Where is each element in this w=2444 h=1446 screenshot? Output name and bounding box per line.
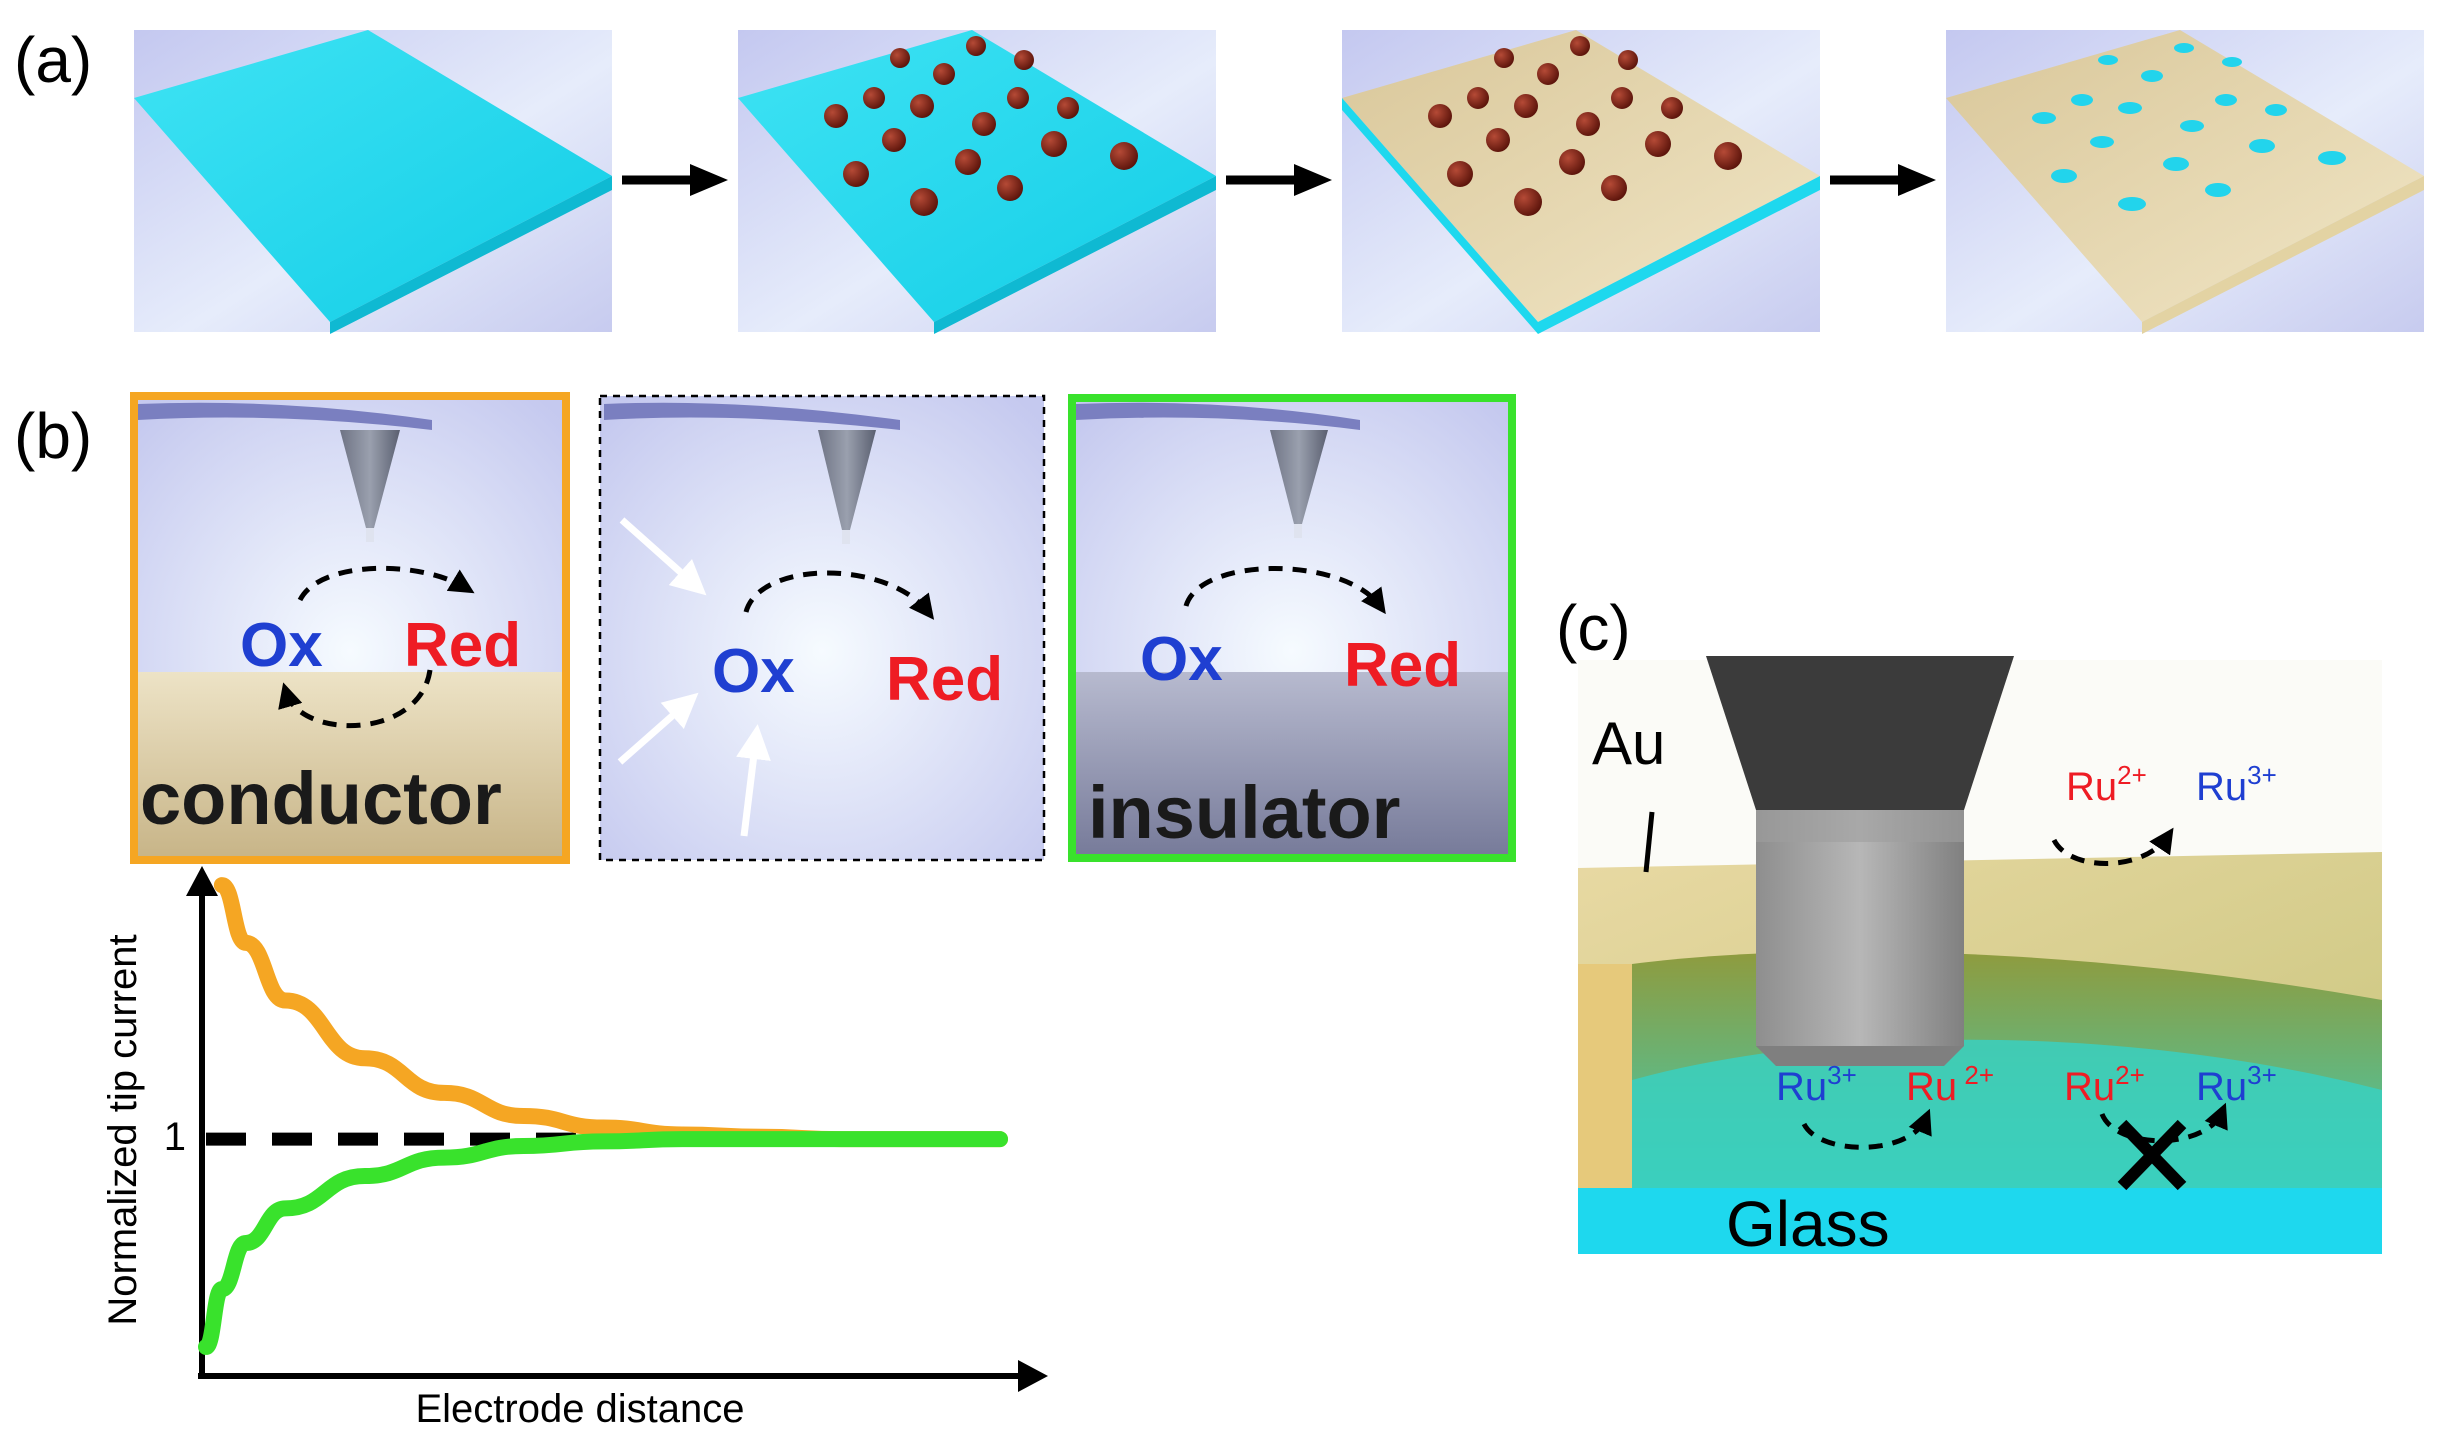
particle-grid	[824, 36, 1138, 216]
conductor-ox-label: Ox	[240, 611, 323, 680]
insulator-box: Ox Red insulator	[1068, 394, 1516, 862]
x-axis-label: Electrode distance	[415, 1387, 744, 1431]
conductor-box: Ox Red conductor	[130, 392, 570, 864]
panel-a-step-2	[738, 30, 1216, 334]
insulator-ox-label: Ox	[1140, 625, 1223, 694]
tip-ru2-label: Ru 2+	[1906, 1060, 1994, 1109]
bulk-red-label: Red	[886, 645, 1003, 714]
conductor-curve	[213, 877, 1008, 1148]
insulator-curve	[198, 1131, 1008, 1355]
tip-ru2-charge: 2+	[1957, 1060, 1994, 1090]
arrow-3	[1830, 164, 1936, 196]
insulator-surface-label: insulator	[1088, 771, 1400, 854]
panel-c-scene: Au Glass Ru2+ Ru3+ Ru3+ Ru 2+ Ru2+ Ru3+	[1578, 656, 2382, 1260]
tip-ru3-label: Ru3+	[1776, 1060, 1857, 1109]
chart-series	[198, 877, 1008, 1355]
panel-label-b: (b)	[14, 400, 92, 472]
top-ru2-text: Ru	[2066, 765, 2117, 809]
arrow-2	[1226, 164, 1332, 196]
panel-a-step-1	[134, 30, 612, 334]
top-ru2-charge: 2+	[2117, 760, 2147, 790]
insulator-red-label: Red	[1344, 631, 1461, 700]
arrow-1	[622, 164, 728, 196]
top-ru3-charge: 3+	[2247, 760, 2277, 790]
au-label: Au	[1592, 710, 1665, 777]
panel-a-step-3	[1342, 30, 1820, 334]
au-pointer	[1643, 811, 1655, 873]
approach-curve-chart: 1 Electrode distance Normalized tip curr…	[101, 866, 1048, 1431]
glass-ru2-label: Ru2+	[2064, 1060, 2145, 1109]
top-ru3-label: Ru3+	[2196, 760, 2277, 809]
glass-ru3-charge: 3+	[2247, 1060, 2277, 1090]
glass-ru3-label: Ru3+	[2196, 1060, 2277, 1109]
panel-a-step-4	[1946, 30, 2424, 334]
glass-ru2-charge: 2+	[2115, 1060, 2145, 1090]
bulk-ox-label: Ox	[712, 637, 795, 706]
conductor-surface-label: conductor	[140, 757, 502, 840]
glass-ru2-text: Ru	[2064, 1065, 2115, 1109]
x-axis-arrowhead	[1018, 1360, 1048, 1392]
glass-label: Glass	[1726, 1188, 1890, 1260]
tip-ru3-charge: 3+	[1827, 1060, 1857, 1090]
panel-label-c: (c)	[1556, 592, 1631, 664]
tip-ru3-text: Ru	[1776, 1065, 1827, 1109]
top-ru2-label: Ru2+	[2066, 760, 2147, 809]
y-tick-label: 1	[164, 1115, 186, 1159]
panel-label-a: (a)	[14, 24, 92, 96]
conductor-red-label: Red	[404, 611, 521, 680]
blocked-cross-icon	[2117, 1119, 2187, 1191]
top-ru3-text: Ru	[2196, 765, 2247, 809]
particle-grid-coated	[1428, 36, 1742, 216]
y-axis-label: Normalized tip current	[101, 934, 145, 1325]
glass-ru3-text: Ru	[2196, 1065, 2247, 1109]
tip-ru2-text: Ru	[1906, 1065, 1957, 1109]
bulk-box: Ox Red	[598, 394, 1046, 862]
y-axis-arrowhead	[186, 866, 218, 896]
hole-grid	[2032, 43, 2346, 211]
